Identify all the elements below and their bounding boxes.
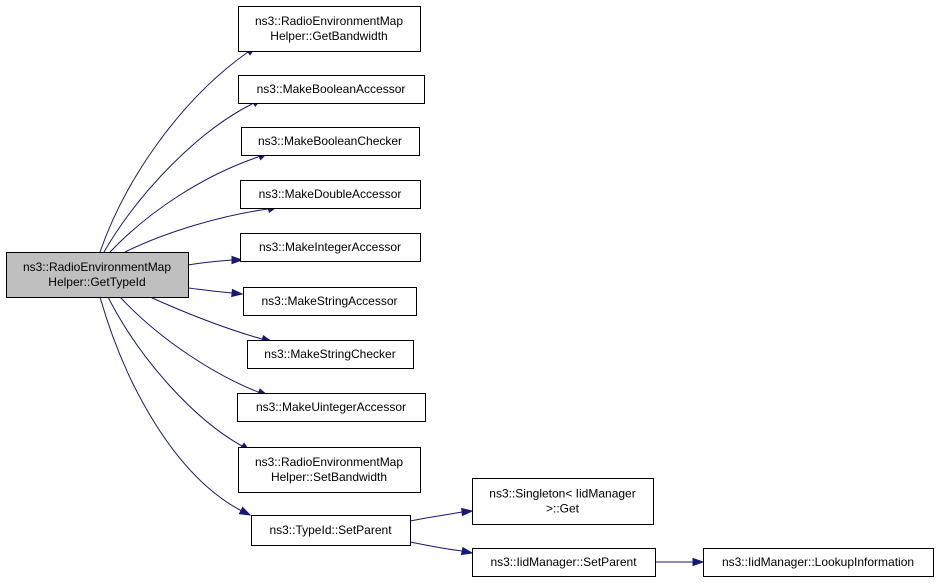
node-makestringaccessor[interactable]: ns3::MakeStringAccessor — [243, 287, 417, 316]
node-makeuintegeraccessor[interactable]: ns3::MakeUintegerAccessor — [237, 393, 426, 422]
node-label: Helper::GetBandwidth — [270, 29, 387, 43]
edge-root-to-makestringaccessor — [187, 287, 244, 298]
edge-line — [103, 103, 253, 253]
node-box — [247, 340, 414, 369]
node-setbandwidth[interactable]: ns3::RadioEnvironmentMapHelper::SetBandw… — [238, 447, 421, 493]
node-label: ns3::RadioEnvironmentMap — [255, 455, 403, 469]
node-label: ns3::MakeBooleanChecker — [258, 134, 402, 148]
node-makebooleanchecker[interactable]: ns3::MakeBooleanChecker — [241, 127, 420, 156]
edge-root-to-makeintegeraccessor — [187, 255, 244, 266]
node-box — [6, 252, 189, 298]
edge-line — [149, 296, 263, 340]
node-box — [703, 548, 934, 577]
node-box — [251, 515, 411, 546]
node-label: ns3::RadioEnvironmentMap — [255, 14, 403, 28]
arrowhead — [461, 507, 474, 517]
node-singleton-get[interactable]: ns3::Singleton< IidManager>::Get — [472, 478, 654, 525]
arrowhead — [460, 546, 474, 556]
node-root[interactable]: ns3::RadioEnvironmentMapHelper::GetTypeI… — [6, 252, 189, 298]
node-label: ns3::MakeStringAccessor — [261, 294, 397, 308]
node-box — [238, 75, 425, 104]
node-iidmanager-setparent[interactable]: ns3::IidManager::SetParent — [472, 548, 656, 577]
edge-iidmanager-setparent-to-iidmanager-lookupinformation — [655, 557, 705, 567]
node-box — [237, 393, 426, 422]
node-box — [241, 127, 420, 156]
node-box — [240, 180, 421, 209]
node-label: >::Get — [546, 502, 580, 516]
edge-line — [187, 259, 233, 266]
node-label: ns3::IidManager::LookupInformation — [722, 555, 914, 569]
edge-line — [409, 541, 463, 552]
node-label: ns3::RadioEnvironmentMap — [23, 260, 171, 274]
edge-line — [409, 511, 463, 522]
edge-line — [109, 156, 259, 253]
node-label: ns3::MakeDoubleAccessor — [259, 187, 402, 201]
node-label: ns3::Singleton< IidManager — [489, 487, 635, 501]
edge-line — [99, 296, 241, 511]
node-box — [238, 6, 421, 52]
edge-line — [107, 296, 243, 447]
node-label: ns3::TypeId::SetParent — [269, 523, 392, 537]
node-typeid-setparent[interactable]: ns3::TypeId::SetParent — [251, 515, 411, 546]
node-makebooleanaccessor[interactable]: ns3::MakeBooleanAccessor — [238, 75, 425, 104]
edge-root-to-setbandwidth — [107, 296, 252, 453]
node-box — [238, 447, 421, 493]
edge-line — [119, 296, 259, 393]
node-label: Helper::GetTypeId — [48, 275, 145, 289]
node-label: ns3::MakeIntegerAccessor — [259, 240, 401, 254]
node-box — [472, 548, 656, 577]
node-makeintegeraccessor[interactable]: ns3::MakeIntegerAccessor — [240, 233, 421, 262]
edge-line — [99, 51, 249, 253]
node-box — [472, 478, 654, 525]
edge-line — [187, 287, 233, 294]
node-label: ns3::MakeBooleanAccessor — [257, 82, 406, 96]
call-nodes: ns3::RadioEnvironmentMapHelper::GetTypeI… — [6, 6, 934, 577]
node-getbandwidth[interactable]: ns3::RadioEnvironmentMapHelper::GetBandw… — [238, 6, 421, 52]
node-label: ns3::IidManager::SetParent — [490, 555, 637, 569]
arrowhead — [231, 288, 244, 298]
node-box — [240, 233, 421, 262]
arrowhead — [238, 506, 252, 516]
node-label: Helper::SetBandwidth — [271, 470, 387, 484]
edge-line — [124, 208, 269, 253]
arrowhead — [231, 255, 244, 265]
node-iidmanager-lookupinformation[interactable]: ns3::IidManager::LookupInformation — [703, 548, 934, 577]
node-label: ns3::MakeStringChecker — [264, 347, 395, 361]
edge-typeid-setparent-to-singleton-get — [409, 507, 474, 522]
edge-typeid-setparent-to-iidmanager-setparent — [409, 541, 474, 556]
node-makedoubleaccessor[interactable]: ns3::MakeDoubleAccessor — [240, 180, 421, 209]
node-makestringchecker[interactable]: ns3::MakeStringChecker — [247, 340, 414, 369]
node-label: ns3::MakeUintegerAccessor — [256, 400, 406, 414]
arrowhead — [692, 557, 705, 567]
edge-root-to-typeid-setparent — [99, 296, 252, 516]
node-box — [243, 287, 417, 316]
